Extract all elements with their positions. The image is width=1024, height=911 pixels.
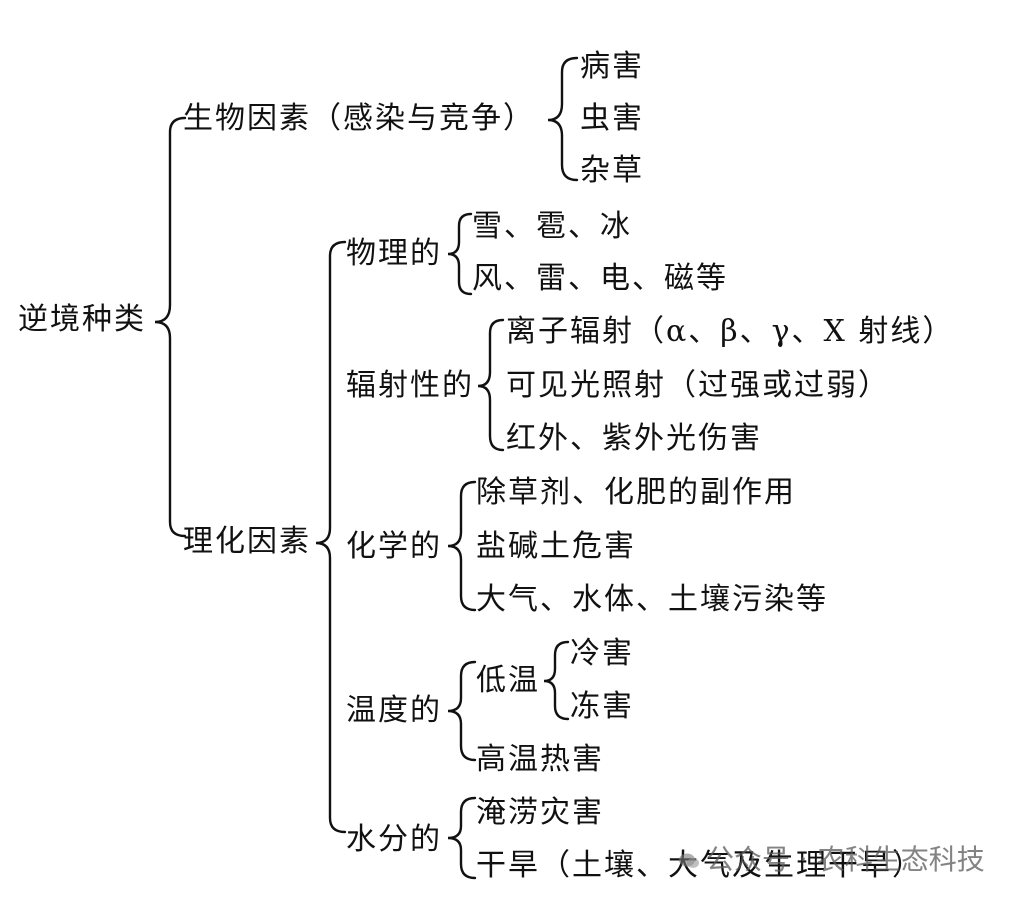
water-brace bbox=[447, 796, 477, 880]
chemical-item-1: 盐碱土危害 bbox=[476, 529, 636, 564]
bio-item-pests: 虫害 bbox=[580, 101, 644, 136]
temperature-label: 温度的 bbox=[346, 693, 442, 728]
chemical-item-2: 大气、水体、土壤污染等 bbox=[476, 582, 828, 617]
physical-item-1: 风、雷、电、磁等 bbox=[472, 261, 728, 296]
physical-label: 物理的 bbox=[346, 236, 442, 271]
biological-label: 生物因素（感染与竞争） bbox=[183, 101, 535, 136]
high-temp-item: 高温热害 bbox=[476, 742, 604, 777]
radiation-brace bbox=[477, 318, 505, 452]
chemical-brace bbox=[447, 480, 477, 612]
watermark: 公众号 · 农科生态科技 bbox=[706, 843, 985, 876]
root-brace bbox=[154, 116, 187, 538]
radiation-label: 辐射性的 bbox=[346, 368, 474, 403]
bio-item-weeds: 杂草 bbox=[580, 153, 644, 188]
water-item-drought: 干旱（土壤、大气及生理干旱） bbox=[476, 848, 924, 883]
radiation-item-0: 离子辐射（α、β、γ、X 射线） bbox=[506, 314, 955, 349]
water-item-flood: 淹涝灾害 bbox=[476, 795, 604, 830]
radiation-item-2: 红外、紫外光伤害 bbox=[506, 421, 762, 456]
radiation-item-1: 可见光照射（过强或过弱） bbox=[506, 368, 890, 403]
chemical-label: 化学的 bbox=[346, 529, 442, 564]
bio-brace bbox=[547, 56, 579, 182]
low-temp-item-freezing: 冻害 bbox=[570, 689, 634, 724]
wechat-icon bbox=[679, 853, 699, 868]
chemical-item-0: 除草剂、化肥的副作用 bbox=[476, 475, 796, 510]
root-label: 逆境种类 bbox=[18, 302, 146, 337]
physical-item-0: 雪、雹、冰 bbox=[472, 209, 632, 244]
low-temp-item-chilling: 冷害 bbox=[570, 636, 634, 671]
low-temp-brace bbox=[543, 640, 570, 721]
water-label: 水分的 bbox=[346, 822, 442, 857]
physchem-label: 理化因素 bbox=[183, 524, 311, 559]
physical-brace bbox=[447, 212, 473, 296]
temperature-brace bbox=[447, 660, 477, 762]
low-temp-label: 低温 bbox=[476, 663, 540, 698]
physchem-brace bbox=[315, 240, 347, 834]
bio-item-disease: 病害 bbox=[580, 49, 644, 84]
